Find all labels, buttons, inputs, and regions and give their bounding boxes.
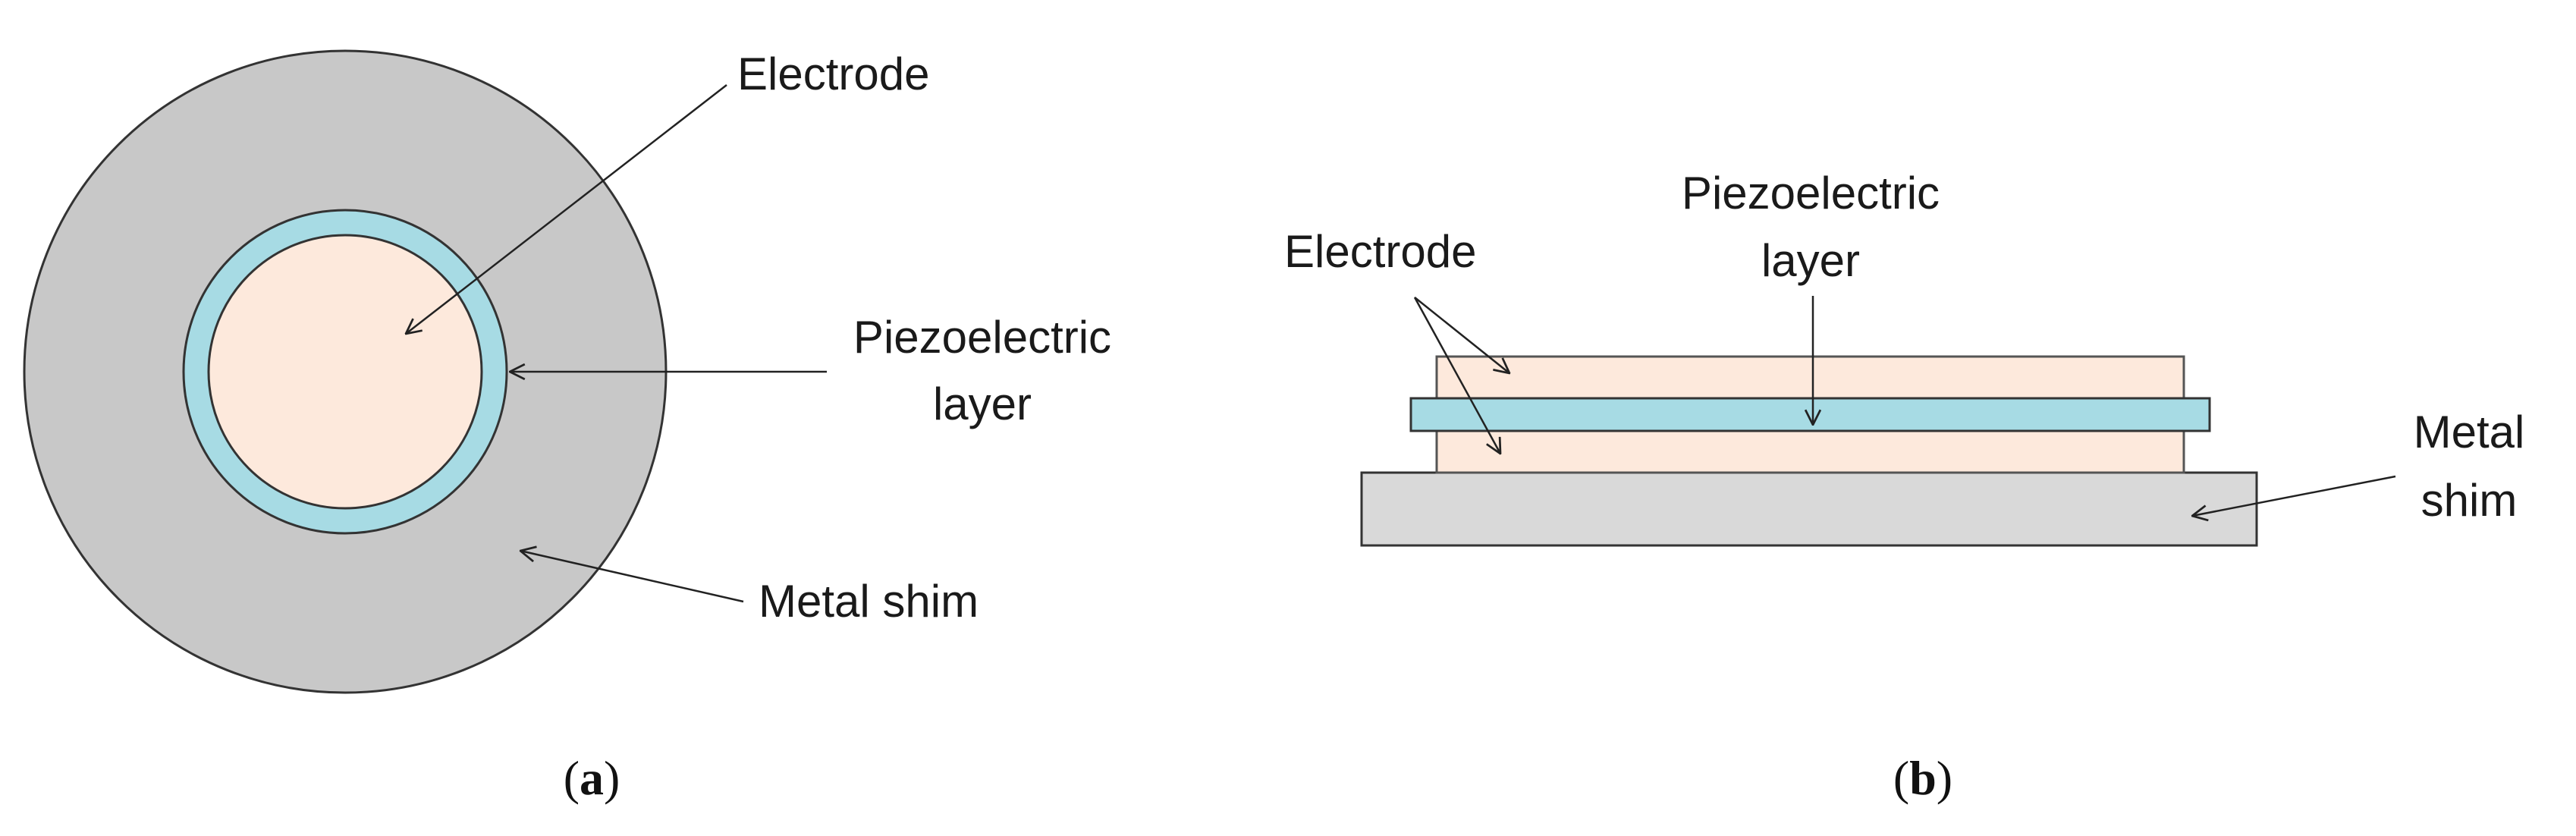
- electrode-arrow-bottom-b: [1413, 297, 1500, 454]
- metal-shim-label-a: Metal shim: [759, 576, 979, 627]
- electrode-layer-top-b: [1435, 355, 2185, 400]
- electrode-disc-a: [207, 234, 483, 510]
- metal-shim-arrow-a: [520, 551, 744, 603]
- caption-b: (b): [1893, 751, 1952, 805]
- panel-a: Electrode Piezoelectric layer Metal shim…: [23, 49, 1111, 805]
- electrode-label-a: Electrode: [737, 49, 929, 99]
- metal-shim-arrow-b: [2192, 475, 2396, 516]
- piezo-label-a-line2: layer: [933, 379, 1032, 429]
- piezo-label-b-line1: Piezoelectric: [1682, 168, 1940, 218]
- metal-label-b-line1: Metal: [2414, 407, 2525, 457]
- electrode-layer-bottom-b: [1435, 429, 2185, 474]
- metal-label-b-line2: shim: [2421, 475, 2518, 526]
- metal-shim-bar-b: [1360, 471, 2258, 547]
- panel-b: Piezoelectric layer Electrode Metal shim…: [1284, 168, 2524, 805]
- electrode-label-b: Electrode: [1284, 226, 1476, 277]
- caption-a: (a): [564, 751, 620, 805]
- piezo-label-b-line2: layer: [1761, 235, 1860, 286]
- electrode-arrow-top-b: [1414, 297, 1509, 373]
- electrode-arrow-a: [406, 84, 727, 334]
- piezo-label-a-line1: Piezoelectric: [853, 312, 1111, 363]
- piezoelectric-layer-b: [1409, 397, 2211, 432]
